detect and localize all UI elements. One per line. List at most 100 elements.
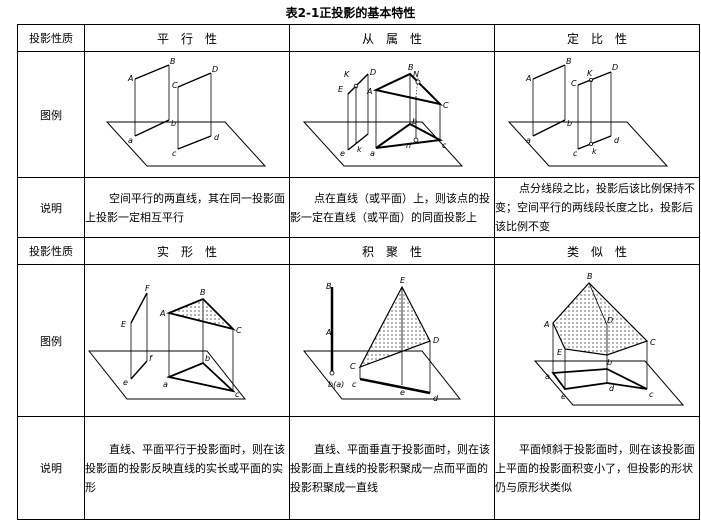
desc-parallel-text: 空间平行的两直线，其在同一投影面上投影一定相互平行 — [85, 191, 285, 224]
label-D: D — [433, 336, 439, 345]
figure-true-shape-cell: F E A B C f e b a c — [84, 264, 290, 417]
label-A: A — [543, 320, 549, 329]
label-C: C — [571, 79, 577, 88]
figure-accumulation-cell: B A E D C b(a) c e d — [289, 264, 495, 417]
label-B: B — [326, 282, 332, 291]
header-row-1: 投影性质 平 行 性 从 属 性 定 比 性 — [17, 24, 700, 52]
label-D: D — [607, 316, 613, 325]
header-membership: 从 属 性 — [289, 24, 495, 52]
label-d: d — [614, 136, 620, 145]
figure-ratio-cell: A B C K D a b c k d — [494, 51, 700, 178]
figure-similarity-cell: B A D C E a b d c e — [494, 264, 700, 417]
header-property: 投影性质 — [17, 24, 85, 52]
header-true-shape: 实 形 性 — [84, 237, 290, 265]
desc-true-shape: 直线、平面平行于投影面时，则在该投影面的投影反映直线的实长或平面的实形 — [84, 416, 290, 520]
label-E: E — [121, 320, 127, 329]
label-f: f — [149, 354, 153, 363]
figure-row-1: 图例 A B C D a b c d — [17, 51, 700, 178]
desc-true-shape-text: 直线、平面平行于投影面时，则在该投影面的投影反映直线的实长或平面的实形 — [85, 442, 285, 494]
label-K: K — [587, 69, 593, 78]
label-E: E — [400, 276, 406, 285]
figure-ratio: A B C K D a b c k d — [507, 57, 669, 167]
label-d: d — [214, 133, 220, 142]
label-A: A — [366, 87, 372, 96]
label-B: B — [587, 272, 593, 281]
figure-accumulation: B A E D C b(a) c e d — [302, 276, 462, 403]
desc-membership-text: 点在直线（或平面）上，则该点的投影一定在直线（或平面）的同面投影上 — [290, 191, 490, 224]
desc-membership: 点在直线（或平面）上，则该点的投影一定在直线（或平面）的同面投影上 — [289, 177, 495, 238]
table-title: 表2-1正投影的基本特性 — [285, 6, 416, 20]
label-c: c — [235, 390, 240, 399]
label-c: c — [649, 390, 654, 399]
desc-parallel: 空间平行的两直线，其在同一投影面上投影一定相互平行 — [84, 177, 290, 238]
desc-accumulation-text: 直线、平面垂直于投影面时，则在该投影面上直线的投影积聚成一点而平面的投影积聚成一… — [290, 442, 490, 494]
desc-ratio: 点分线段之比，投影后该比例保持不变；空间平行的两线段长度之比，投影后该比例不变 — [494, 177, 700, 238]
label-e: e — [400, 388, 405, 397]
label-c: c — [573, 149, 578, 158]
label-k: k — [592, 147, 597, 156]
label-C: C — [443, 101, 449, 110]
label-a: a — [370, 149, 375, 158]
label-b-a: b(a) — [328, 380, 344, 389]
label-K: K — [344, 70, 350, 79]
desc-label-2: 说明 — [17, 416, 85, 520]
label-a: a — [545, 372, 550, 381]
label-B: B — [408, 63, 414, 72]
label-N: N — [413, 70, 419, 79]
label-c: c — [442, 141, 447, 150]
desc-row-1: 说明 空间平行的两直线，其在同一投影面上投影一定相互平行 点在直线（或平面）上，… — [17, 177, 700, 238]
figure-true-shape: F E A B C f e b a c — [87, 284, 247, 400]
header-similarity: 类 似 性 — [494, 237, 700, 265]
desc-ratio-text: 点分线段之比，投影后该比例保持不变；空间平行的两线段长度之比，投影后该比例不变 — [495, 182, 695, 233]
label-F: F — [145, 284, 150, 293]
label-C: C — [236, 326, 242, 335]
figure-parallel: A B C D a b c d — [105, 57, 267, 167]
figure-label: 图例 — [17, 51, 85, 178]
label-a: a — [163, 380, 168, 389]
header-accumulation: 积 聚 性 — [289, 237, 495, 265]
label-D: D — [612, 63, 618, 72]
label-A: A — [525, 74, 531, 83]
label-B: B — [566, 57, 572, 66]
label-e: e — [561, 392, 566, 401]
label-E: E — [338, 85, 344, 94]
header-row-2: 投影性质 实 形 性 积 聚 性 类 似 性 — [17, 237, 700, 265]
desc-similarity: 平面倾斜于投影面时，则在该投影面上平面的投影面积变小了，但投影的形状仍与原形状类… — [494, 416, 700, 520]
label-C: C — [650, 338, 656, 347]
desc-row-2: 说明 直线、平面平行于投影面时，则在该投影面的投影反映直线的实长或平面的实形 直… — [17, 416, 700, 520]
label-e: e — [123, 378, 128, 387]
label-C: C — [350, 362, 356, 371]
label-k: k — [357, 145, 362, 154]
figure-similarity: B A D C E a b d c e — [533, 272, 685, 406]
label-a: a — [128, 136, 133, 145]
label-A: A — [325, 328, 331, 337]
label-C: C — [172, 81, 178, 90]
figure-row-2: 图例 F E A B — [17, 264, 700, 417]
label-e: e — [340, 149, 345, 158]
label-B: B — [170, 57, 176, 66]
label-b: b — [205, 354, 210, 363]
label-a: a — [526, 136, 531, 145]
figure-parallel-cell: A B C D a b c d — [84, 51, 290, 178]
label-b: b — [412, 117, 417, 126]
label-b: b — [567, 119, 572, 128]
label-c: c — [172, 149, 177, 158]
label-b: b — [171, 119, 176, 128]
label-n: n — [406, 141, 411, 150]
label-c: c — [352, 380, 357, 389]
label-A: A — [127, 74, 133, 83]
figure-membership: K D E B N A C k e a n c b — [302, 63, 464, 167]
label-E: E — [557, 348, 563, 357]
label-D: D — [370, 68, 376, 77]
label-b: b — [607, 358, 612, 367]
label-d: d — [609, 384, 615, 393]
desc-label: 说明 — [17, 177, 85, 238]
desc-similarity-text: 平面倾斜于投影面时，则在该投影面上平面的投影面积变小了，但投影的形状仍与原形状类… — [495, 442, 695, 494]
header-property-2: 投影性质 — [17, 237, 85, 265]
figure-membership-cell: K D E B N A C k e a n c b — [289, 51, 495, 178]
projection-properties-table: 投影性质 平 行 性 从 属 性 定 比 性 图例 A B C D a — [17, 24, 700, 520]
desc-accumulation: 直线、平面垂直于投影面时，则在该投影面上直线的投影积聚成一点而平面的投影积聚成一… — [289, 416, 495, 520]
label-B: B — [200, 288, 206, 297]
header-ratio: 定 比 性 — [494, 24, 700, 52]
label-A: A — [159, 309, 165, 318]
